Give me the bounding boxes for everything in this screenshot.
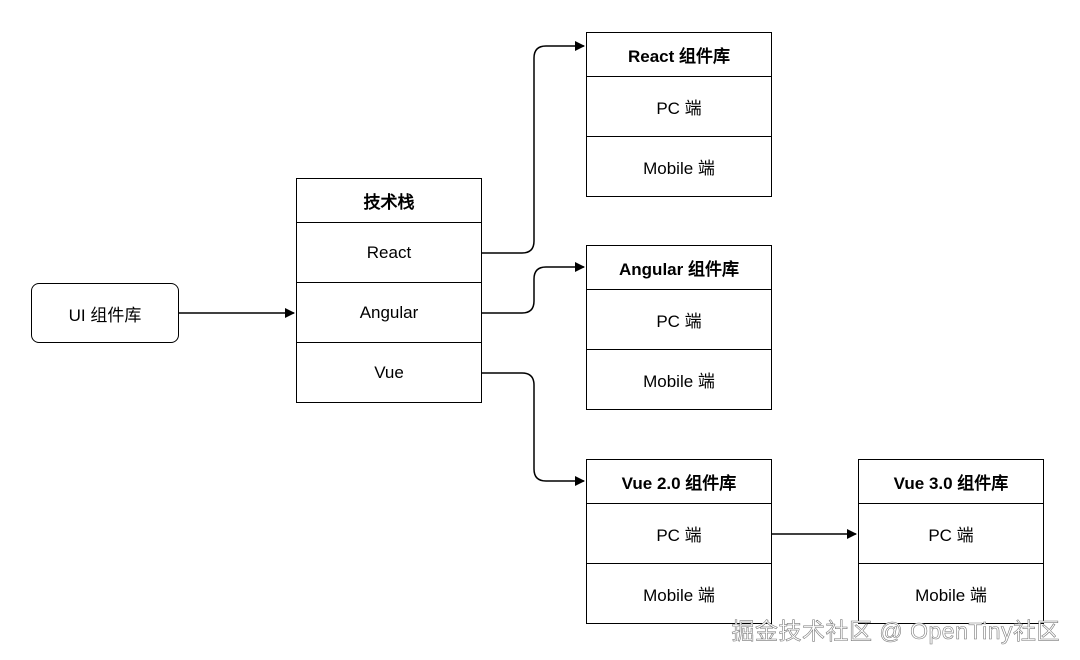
vue3-library-row-mobile: Mobile 端 (859, 563, 1043, 623)
angular-library-row-mobile: Mobile 端 (587, 349, 771, 409)
vue2-library-table: Vue 2.0 组件库 PC 端 Mobile 端 (586, 459, 772, 624)
tech-stack-table: 技术栈 React Angular Vue (296, 178, 482, 403)
react-library-row-mobile: Mobile 端 (587, 136, 771, 196)
tech-stack-row-react: React (366, 242, 412, 262)
edge-vue-to-vue2-lib (482, 372, 585, 486)
edge-angular-to-angular-lib (482, 262, 585, 314)
vue3-library-header: Vue 3.0 组件库 (859, 460, 1043, 504)
vue3-library-row-pc: PC 端 (928, 526, 974, 545)
vue2-library-header: Vue 2.0 组件库 (587, 460, 771, 504)
tech-stack-row-vue: Vue (297, 342, 481, 402)
react-library-table: React 组件库 PC 端 Mobile 端 (586, 32, 772, 197)
watermark-text: 掘金技术社区 @ OpenTiny社区 (731, 618, 1060, 645)
ui-component-library-node: UI 组件库 (31, 283, 179, 343)
angular-library-table: Angular 组件库 PC 端 Mobile 端 (586, 245, 772, 410)
vue2-library-row-pc: PC 端 (656, 526, 702, 545)
tech-stack-header: 技术栈 (297, 179, 481, 223)
vue3-library-table: Vue 3.0 组件库 PC 端 Mobile 端 (858, 459, 1044, 624)
angular-library-row-pc: PC 端 (656, 312, 702, 331)
angular-library-header: Angular 组件库 (587, 246, 771, 290)
react-library-header: React 组件库 (587, 33, 771, 77)
tech-stack-row-angular: Angular (297, 282, 481, 342)
ui-component-library-label: UI 组件库 (68, 305, 142, 325)
react-library-row-pc: PC 端 (656, 99, 702, 118)
edge-react-to-react-lib (482, 41, 585, 254)
vue2-library-row-mobile: Mobile 端 (587, 563, 771, 623)
